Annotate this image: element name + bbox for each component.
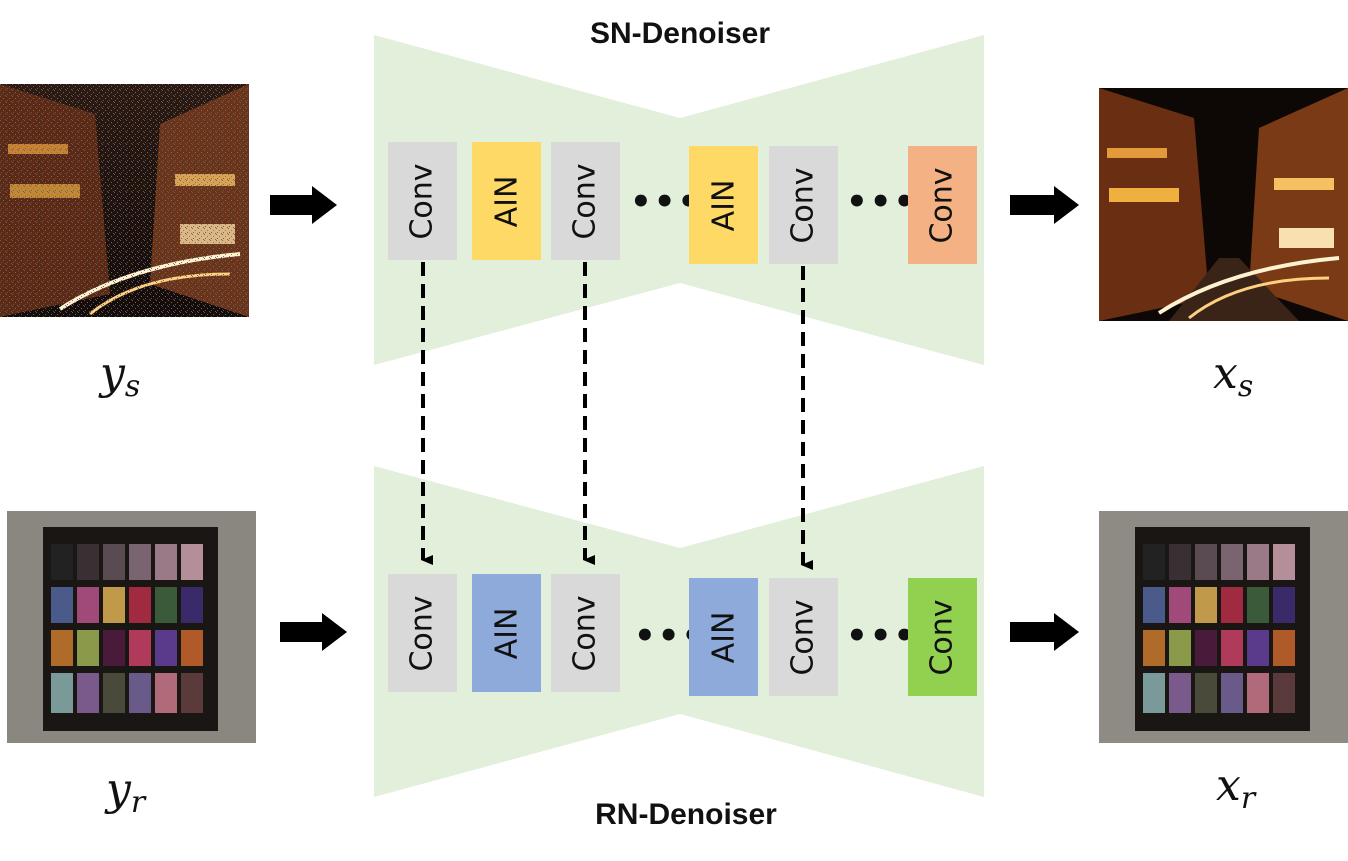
label-xr-base: x <box>1216 760 1241 811</box>
rn-output-conv-label: Conv <box>925 598 961 676</box>
sn-ain-block-1: AIN <box>472 142 541 260</box>
label-xr-sub: r <box>1240 781 1256 816</box>
sn-ain-block-2: AIN <box>689 146 758 264</box>
sn-output-conv-block: Conv <box>908 146 977 264</box>
rn-denoiser-shape <box>374 466 984 797</box>
rn-ellipsis-2: ••• <box>846 616 918 656</box>
rn-ain-block-1: AIN <box>472 574 541 692</box>
rn-ain-label-1: AIN <box>489 607 524 659</box>
sn-denoiser-shape <box>374 35 984 365</box>
label-ys-base: y <box>100 348 125 399</box>
sn-output-conv-label: Conv <box>925 166 961 244</box>
clean-street-image <box>1099 88 1348 321</box>
sn-ain-label-2: AIN <box>706 179 741 231</box>
arrow-ys-to-sn <box>270 186 337 224</box>
label-yr-sub: r <box>130 785 146 820</box>
label-ys: ys <box>100 348 140 404</box>
label-ys-sub: s <box>124 369 141 404</box>
sn-conv-label-3: Conv <box>786 166 822 244</box>
rn-conv-label-2: Conv <box>568 594 604 672</box>
rn-ain-block-2: AIN <box>689 578 758 696</box>
label-yr: yr <box>106 764 145 820</box>
sn-conv-label-1: Conv <box>405 162 441 240</box>
arrow-sn-to-xs <box>1010 186 1079 224</box>
rn-denoiser-title: RN-Denoiser <box>595 798 777 831</box>
arrow-yr-to-rn <box>280 613 347 651</box>
rn-conv-block-3: Conv <box>769 578 838 696</box>
rn-output-conv-block: Conv <box>908 578 977 696</box>
arrow-rn-to-xr <box>1010 613 1079 651</box>
sn-conv-block-2: Conv <box>551 142 620 260</box>
real-noisy-checker-image <box>7 511 256 743</box>
sn-ain-label-1: AIN <box>489 175 524 227</box>
sn-conv-block-1: Conv <box>388 142 457 260</box>
noisy-street-image <box>0 84 249 317</box>
rn-ain-label-2: AIN <box>706 611 741 663</box>
real-clean-checker-image <box>1099 511 1348 743</box>
sn-conv-block-3: Conv <box>769 146 838 264</box>
rn-conv-label-3: Conv <box>786 598 822 676</box>
rn-conv-block-2: Conv <box>551 574 620 692</box>
label-xs-base: x <box>1213 348 1238 399</box>
sn-conv-label-2: Conv <box>568 162 604 240</box>
sn-denoiser-title: SN-Denoiser <box>589 17 771 50</box>
rn-conv-block-1: Conv <box>388 574 457 692</box>
label-yr-base: y <box>106 764 131 815</box>
sn-ellipsis-2: ••• <box>846 182 918 222</box>
rn-conv-label-1: Conv <box>405 594 441 672</box>
label-xs-sub: s <box>1237 369 1254 404</box>
sn-ellipsis-1: ••• <box>630 182 702 222</box>
label-xs: xs <box>1213 348 1253 404</box>
label-xr: xr <box>1216 760 1255 816</box>
